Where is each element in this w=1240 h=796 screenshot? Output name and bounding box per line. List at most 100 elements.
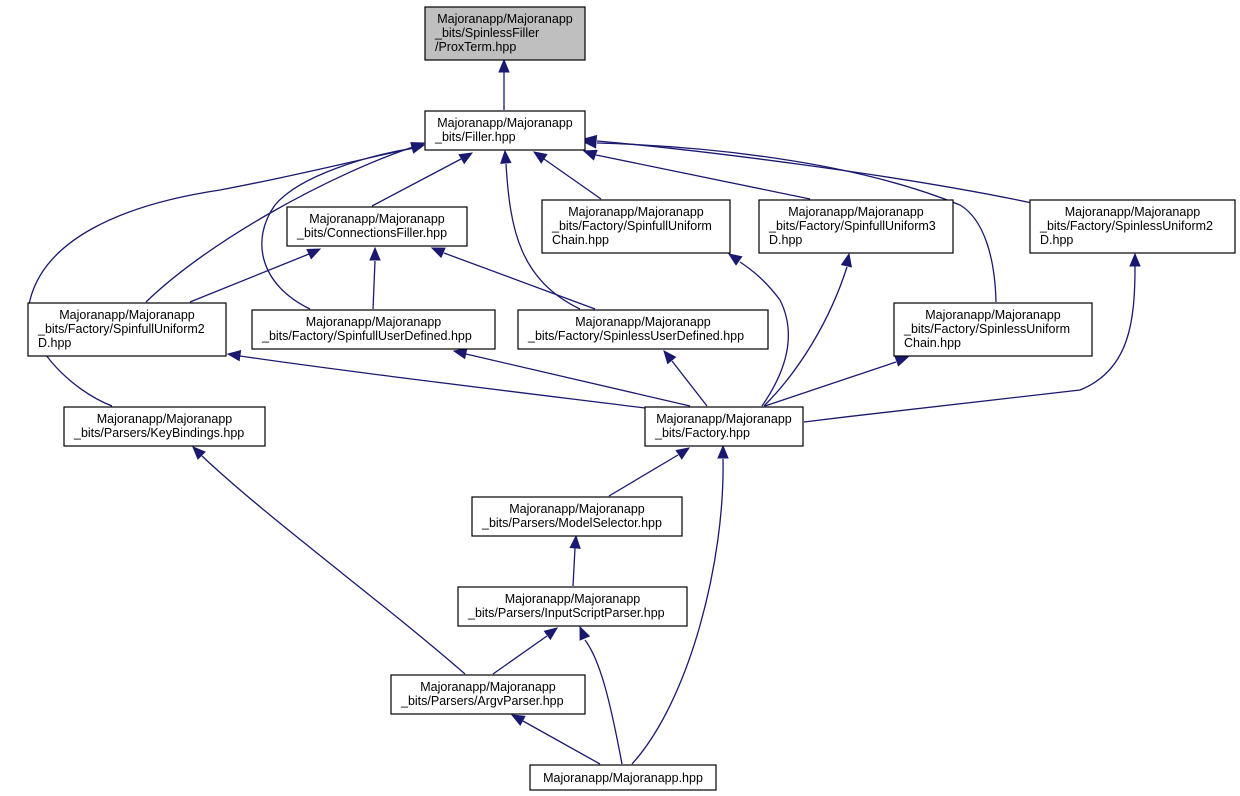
edge-majoranapp-to-input_script_parser — [579, 625, 623, 765]
node-box[interactable] — [286, 206, 468, 247]
edge-line — [596, 142, 997, 303]
node-label-line: Majoranapp/Majoranapp — [437, 116, 573, 130]
edge-line — [145, 146, 414, 303]
edge-line — [608, 454, 679, 497]
edges-layer — [28, 58, 1141, 765]
node-spinless-uniform-chain[interactable]: Majoranapp/Majoranapp_bits/Factory/Spinl… — [893, 302, 1093, 357]
edge-arrowhead — [410, 142, 426, 154]
node-label-line: _bits/Factory/SpinlessUniform2 — [1039, 219, 1213, 233]
edge-spinfull_uniform_chain-to-filler — [532, 151, 602, 200]
node-label-line: Majoranapp/Majoranapp — [1065, 205, 1201, 219]
node-spinless-uniform-2d[interactable]: Majoranapp/Majoranapp_bits/Factory/Spinl… — [1029, 199, 1236, 254]
node-box[interactable] — [457, 586, 688, 627]
edge-arrowhead — [579, 625, 591, 641]
edge-line — [201, 455, 466, 675]
node-label-line: _bits/Parsers/InputScriptParser.hpp — [467, 606, 665, 620]
node-label-line: Majoranapp/Majoranapp — [925, 308, 1061, 322]
edge-line — [631, 458, 724, 765]
edge-line — [505, 163, 581, 310]
edge-key_bindings-to-filler — [28, 142, 426, 407]
nodes-layer: Majoranapp/Majoranapp_bits/SpinlessFille… — [27, 6, 1236, 791]
node-box[interactable] — [390, 674, 586, 715]
edge-spinfull_uniform_2d-to-connections_filler — [189, 248, 322, 303]
node-spinfull-uniform-3d[interactable]: Majoranapp/Majoranapp_bits/Factory/Spinf… — [758, 199, 954, 254]
node-box[interactable] — [893, 302, 1093, 357]
edge-arrowhead — [430, 247, 446, 259]
edge-factory-to-spinfull_user_defined — [452, 347, 691, 407]
edge-majoranapp-to-argv_parser — [510, 714, 601, 765]
edge-line — [803, 265, 1136, 423]
edge-spinless_user_defined-to-filler — [500, 149, 581, 310]
node-box[interactable] — [529, 764, 717, 791]
node-box[interactable] — [63, 406, 266, 447]
edge-line — [543, 158, 602, 200]
node-label-line: Majoranapp/Majoranapp — [420, 680, 556, 694]
edge-arrowhead — [532, 151, 548, 164]
node-input-script-parser[interactable]: Majoranapp/Majoranapp_bits/Parsers/Input… — [457, 586, 688, 627]
node-label-line: Majoranapp/Majoranapp — [437, 12, 573, 26]
edge-arrowhead — [192, 446, 206, 460]
edge-spinless_uniform_chain-to-filler — [582, 137, 997, 303]
edge-line — [739, 261, 789, 407]
edge-line — [492, 635, 548, 675]
edge-arrowhead — [582, 137, 597, 149]
edge-arrowhead — [569, 534, 581, 549]
edge-model_selector-to-factory — [608, 447, 691, 497]
node-label-line: Majoranapp/Majoranapp — [97, 412, 233, 426]
edge-connections_filler-to-filler — [371, 152, 474, 207]
node-spinfull-uniform-2d[interactable]: Majoranapp/Majoranapp_bits/Factory/Spinf… — [27, 302, 227, 357]
node-label-line: /ProxTerm.hpp — [435, 40, 516, 54]
node-box[interactable] — [541, 199, 731, 254]
node-spinfull-uniform-chain[interactable]: Majoranapp/Majoranapp_bits/Factory/Spinf… — [541, 199, 731, 254]
edge-arrowhead — [543, 627, 559, 641]
edge-factory-to-spinless_user_defined — [663, 350, 708, 407]
node-prox-term[interactable]: Majoranapp/Majoranapp_bits/SpinlessFille… — [424, 6, 586, 61]
node-label-line: _bits/SpinlessFiller — [434, 26, 539, 40]
node-filler[interactable]: Majoranapp/Majoranapp_bits/Filler.hpp — [424, 110, 586, 151]
node-box[interactable] — [471, 496, 683, 537]
node-spinless-user-defined[interactable]: Majoranapp/Majoranapp_bits/Factory/Spinl… — [517, 309, 769, 350]
node-label-line: _bits/Parsers/ModelSelector.hpp — [481, 516, 662, 530]
node-label-line: Majoranapp/Majoranapp — [505, 592, 641, 606]
node-label-line: _bits/Factory/SpinlessUniform — [903, 322, 1070, 336]
node-label-line: Majoranapp/Majoranapp — [575, 315, 711, 329]
edge-line — [522, 720, 601, 765]
edge-factory-to-spinless_uniform_2d — [803, 252, 1141, 423]
node-label-line: _bits/ConnectionsFiller.hpp — [296, 226, 447, 240]
node-box[interactable] — [1029, 199, 1236, 254]
node-box[interactable] — [758, 199, 954, 254]
node-majoranapp[interactable]: Majoranapp/Majoranapp.hpp — [529, 764, 717, 791]
node-argv-parser[interactable]: Majoranapp/Majoranapp_bits/Parsers/ArgvP… — [390, 674, 586, 715]
node-label-line: _bits/Factory/SpinfullUniform3 — [768, 219, 936, 233]
edge-arrowhead — [500, 149, 512, 164]
edge-input_script_parser-to-model_selector — [569, 534, 581, 587]
node-factory[interactable]: Majoranapp/Majoranapp_bits/Factory.hpp — [644, 406, 804, 447]
edge-argv_parser-to-input_script_parser — [492, 627, 559, 675]
node-spinfull-user-defined[interactable]: Majoranapp/Majoranapp_bits/Factory/Spinf… — [251, 309, 496, 350]
edge-arrowhead — [717, 444, 729, 459]
edge-line — [763, 266, 848, 407]
edge-line — [189, 253, 310, 303]
node-label-line: Majoranapp/Majoranapp — [788, 205, 924, 219]
node-connections-filler[interactable]: Majoranapp/Majoranapp_bits/ConnectionsFi… — [286, 206, 468, 247]
node-box[interactable] — [517, 309, 769, 350]
node-key-bindings[interactable]: Majoranapp/Majoranapp_bits/Parsers/KeyBi… — [63, 406, 266, 447]
node-box[interactable] — [644, 406, 804, 447]
edge-arrowhead — [498, 58, 510, 73]
edge-line — [595, 154, 811, 200]
node-label-line: Chain.hpp — [552, 233, 609, 247]
edge-spinfull_user_defined-to-connections_filler — [369, 246, 381, 310]
node-label-line: _bits/Parsers/KeyBindings.hpp — [73, 426, 244, 440]
edge-spinless_user_defined-to-connections_filler — [430, 247, 596, 310]
edge-line — [28, 147, 415, 407]
node-box[interactable] — [424, 110, 586, 151]
node-box[interactable] — [27, 302, 227, 357]
node-label-line: Chain.hpp — [904, 336, 961, 350]
node-box[interactable] — [424, 6, 586, 61]
edge-arrowhead — [840, 252, 853, 268]
edge-arrowhead — [894, 355, 910, 367]
edge-arrowhead — [663, 350, 677, 365]
node-model-selector[interactable]: Majoranapp/Majoranapp_bits/Parsers/Model… — [471, 496, 683, 537]
node-label-line: _bits/Factory/SpinfullUserDefined.hpp — [261, 329, 472, 343]
node-box[interactable] — [251, 309, 496, 350]
